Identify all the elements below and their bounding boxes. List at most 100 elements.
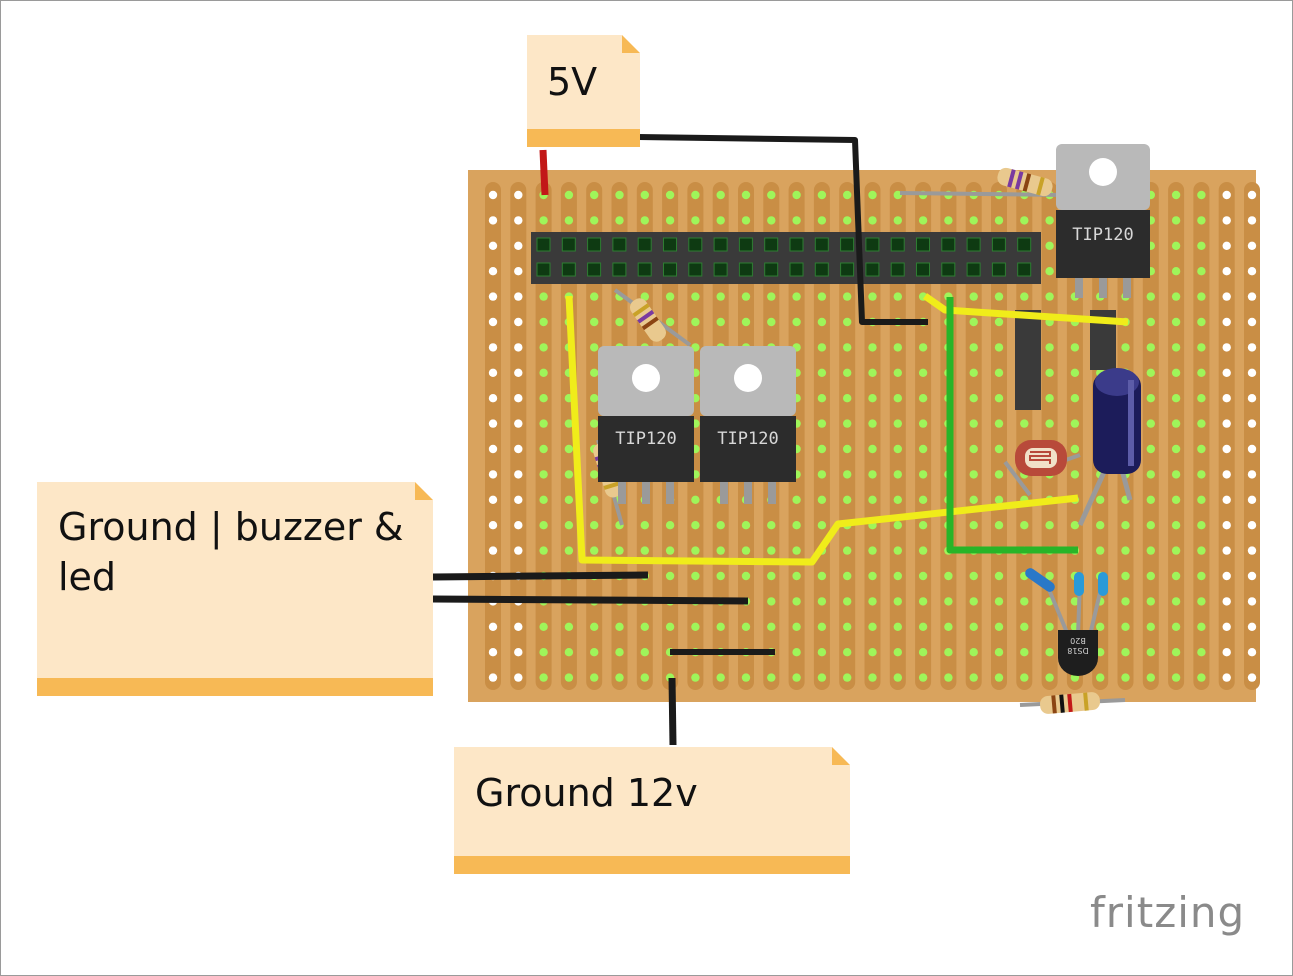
wire-ground-2 [432,595,749,605]
capacitor [1093,368,1141,474]
board-hole [792,317,801,327]
board-hole [539,521,548,530]
board-hole [716,317,725,327]
board-hole [1045,648,1054,657]
board-hole [918,622,928,631]
board-hole [817,571,827,581]
board-hole [665,190,675,200]
header-pin [865,237,880,252]
board-hole [817,368,827,377]
board-hole [1171,292,1181,301]
board-hole [994,292,1004,301]
board-hole [1197,521,1206,530]
board-hole [1171,673,1181,682]
photoresistor [1015,440,1067,476]
board-hole [488,394,498,403]
header-pin [764,237,779,252]
board-hole [1045,292,1054,301]
board-hole [691,317,700,327]
board-hole [1146,673,1156,682]
resistor-bottom-right [1039,692,1101,714]
board-hole [488,190,498,200]
board-hole [1146,292,1156,301]
board-hole [539,673,548,682]
note-bar [37,678,433,696]
board-hole [665,622,675,631]
copper-strip [813,182,830,690]
board-hole [640,190,649,200]
board-hole [488,648,498,657]
board-hole [792,292,801,301]
board-hole [1247,368,1257,377]
board-hole [918,343,928,352]
board-hole [1222,495,1231,504]
board-hole [1146,343,1156,352]
board-hole [590,622,599,631]
header-pin [587,237,602,252]
sensor-label-top: B20 [1070,636,1086,645]
board-hole [741,571,751,581]
transistor-left: TIP120 [598,346,694,504]
header-pin [941,237,956,252]
note-ground-12v-text: Ground 12v [475,771,698,815]
board-hole [741,673,751,682]
board-hole [1096,648,1105,657]
board-hole [1045,521,1054,530]
board-hole [514,343,523,352]
header-pin [1017,262,1032,277]
board-hole [488,368,498,377]
board-hole [1247,495,1257,504]
board-hole [969,495,978,504]
header-pin [941,262,956,277]
board-hole [741,521,751,530]
board-hole [691,216,700,225]
board-hole [1070,470,1080,479]
header-pin [814,262,829,277]
board-hole [1197,648,1206,657]
board-hole [893,495,902,504]
board-hole [514,241,523,250]
board-hole [564,190,574,200]
board-hole [1171,343,1181,352]
board-hole [1247,521,1257,530]
header-pin [814,237,829,252]
board-hole [1146,368,1156,377]
header-pin [890,262,905,277]
board-hole [969,419,978,428]
header-pin [738,262,753,277]
board-hole [590,470,599,479]
sensor-pin-cap [1025,568,1055,592]
header-pin [663,262,677,277]
board-hole [868,292,877,301]
board-hole [1020,673,1029,682]
board-hole [1197,216,1206,225]
board-hole [590,216,599,225]
note-fold [415,482,433,500]
board-hole [564,495,574,504]
board-hole [918,394,928,403]
board-hole [488,673,498,682]
board-hole [1096,622,1105,631]
board-hole [918,216,928,225]
board-hole [539,648,548,657]
board-hole [1121,673,1130,682]
fritzing-logo: fritzing [1090,888,1246,937]
board-hole [893,190,902,200]
board-hole [817,343,827,352]
board-hole [1146,597,1156,606]
board-hole [1247,267,1257,276]
board-hole [792,546,801,555]
board-hole [1171,521,1181,530]
board-hole [590,673,599,682]
board-hole [918,495,928,504]
copper-strip [1193,182,1210,690]
board-hole [716,521,725,530]
board-hole [817,597,827,606]
header-pin [688,262,703,277]
board-hole [615,317,624,327]
board-hole [843,216,852,225]
board-hole [893,597,902,606]
board-hole [893,622,902,631]
board-hole [1020,622,1029,631]
board-hole [969,597,978,606]
